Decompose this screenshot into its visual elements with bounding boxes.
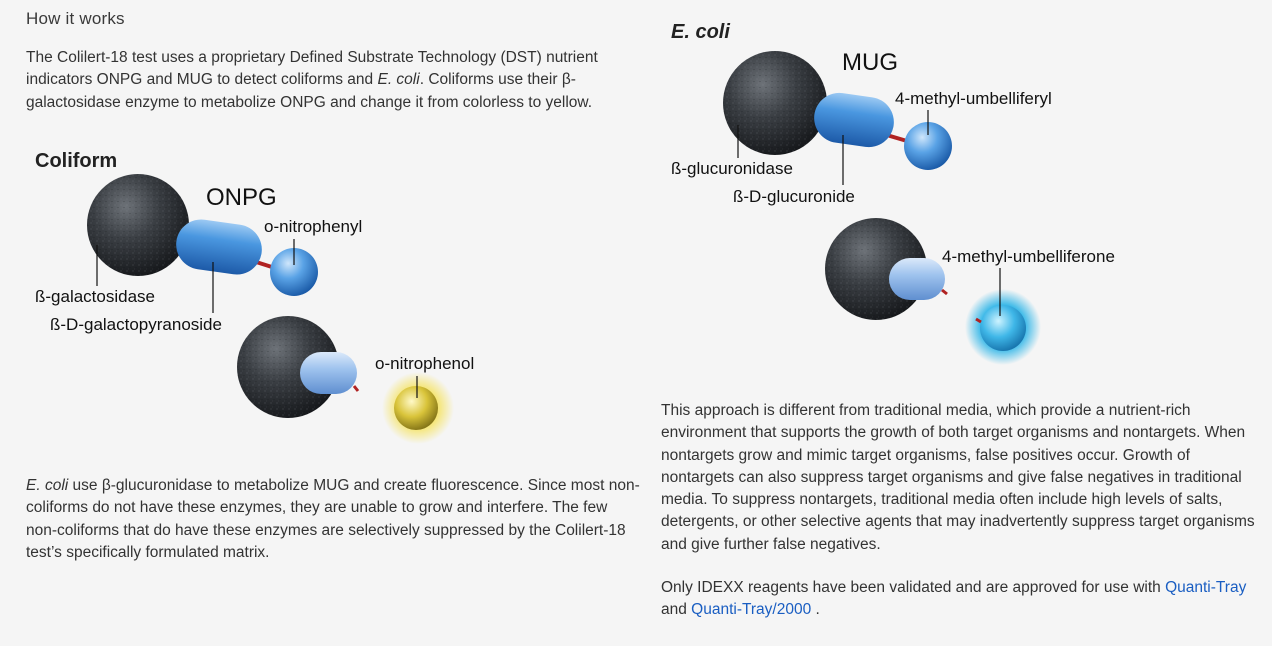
galactosidase-label: ß-galactosidase — [35, 287, 155, 306]
glucuronidase-label: ß-glucuronidase — [671, 159, 793, 178]
validation-text-3: . — [811, 601, 820, 619]
ecoli-italic: E. coli — [26, 477, 69, 494]
validation-paragraph: Only IDEXX reagents have been validated … — [661, 577, 1266, 622]
ecoli-product-complex — [825, 218, 1041, 365]
coliform-product-complex — [237, 316, 454, 444]
o-nitrophenol-label: o-nitrophenol — [375, 354, 474, 373]
quanti-tray-2000-link[interactable]: Quanti-Tray/2000 — [691, 601, 812, 619]
validation-text-2: and — [661, 601, 692, 619]
intro-text-2: . Coliforms use their β-galactosidase en… — [26, 71, 593, 111]
coliform-enzyme-substrate-complex — [87, 174, 318, 296]
intro-text-1: The Colilert-18 test uses a proprietary … — [26, 49, 598, 89]
ecoli-enzyme-substrate-complex — [723, 51, 952, 170]
approach-paragraph: This approach is different from traditio… — [661, 402, 1255, 553]
umbelliferyl-label: 4-methyl-umbelliferyl — [895, 89, 1052, 108]
validation-text-1: Only IDEXX reagents have been validated … — [661, 579, 1166, 596]
intro-paragraph: The Colilert-18 test uses a proprietary … — [26, 47, 646, 114]
ecoli-paragraph: E. coli use β-glucuronidase to metaboliz… — [26, 475, 641, 564]
coliform-title: Coliform — [35, 150, 117, 172]
o-nitrophenyl-label: o-nitrophenyl — [264, 217, 362, 236]
ecoli-paragraph-text: use β-glucuronidase to metabolize MUG an… — [26, 477, 640, 561]
quanti-tray-link[interactable]: Quanti-Tray — [1165, 579, 1247, 596]
mug-label: MUG — [842, 49, 898, 76]
ecoli-title: E. coli — [671, 21, 730, 43]
section-heading: How it works — [26, 9, 125, 28]
intro-ecoli-italic: E. coli — [377, 71, 420, 89]
glucuronide-label: ß-D-glucuronide — [733, 187, 855, 206]
umbelliferone-label: 4-methyl-umbelliferone — [942, 247, 1115, 266]
onpg-label: ONPG — [206, 184, 277, 211]
galactopyranoside-label: ß-D-galactopyranoside — [50, 315, 222, 334]
